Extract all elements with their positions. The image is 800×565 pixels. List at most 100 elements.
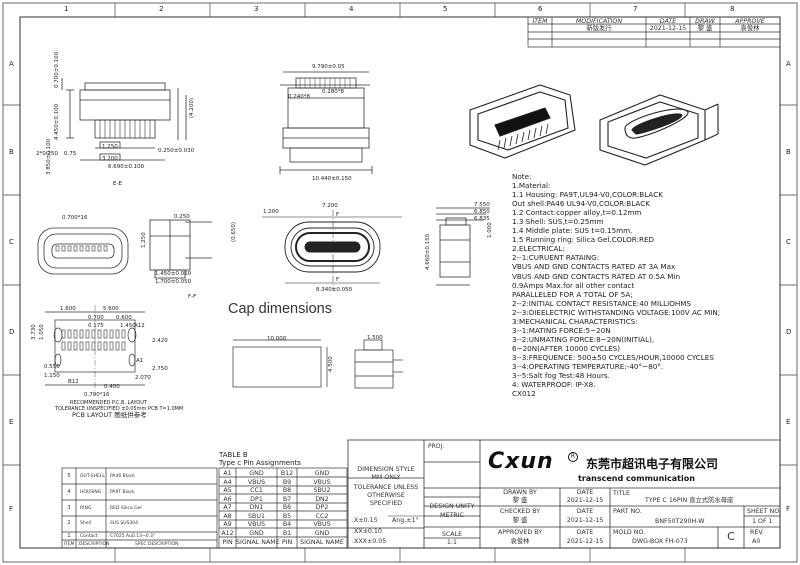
pin-a: A5: [223, 487, 232, 494]
pin-footer: PIN: [222, 539, 233, 546]
pcb-caption-1: RECOMMENDED P.C.B. LAYOUT: [70, 400, 147, 406]
section-marker-f: F: [336, 212, 340, 218]
pin-a: A1: [223, 470, 232, 477]
bom-item: 2: [67, 520, 71, 526]
tol-3: .XXX±0.05: [352, 538, 387, 545]
row-label: F: [786, 505, 791, 513]
drawn-by: 黎 盛: [512, 497, 528, 504]
pin-a-signal: SBU1: [248, 513, 265, 520]
note-line: 2--2:INITIAL CONTACT RESISTANCE:40 MILLI…: [512, 298, 692, 308]
dim-side-g: 1.250: [102, 144, 118, 150]
mold-label: MOLD NO.: [613, 529, 646, 536]
dim-right-a: 7.550: [474, 202, 490, 208]
col-label: 1: [64, 5, 69, 13]
note-line: 1.2 Contact:copper alloy,t=0.12mm: [512, 208, 642, 218]
rev-label: REV.: [750, 529, 764, 536]
scale-label: SCALE: [441, 531, 463, 538]
bom-footer: SPEC DESCRIPTION: [135, 542, 179, 547]
dim-right-e: 1.000: [487, 222, 493, 238]
dim-front-d: 1.700±0.050: [155, 279, 192, 285]
company-name-cn: 东莞市超讯电子有限公司: [586, 457, 719, 471]
dim-pcb-c: 0.700: [88, 315, 104, 321]
proj-label: PROJ.: [428, 443, 445, 450]
checked-by: 黎 盛: [512, 517, 528, 524]
rev-header-modification: MODIFICATION: [575, 18, 623, 25]
bom-desc: RING: [80, 506, 92, 511]
cap-height: 4.500: [328, 356, 334, 372]
bom-desc: Contact: [80, 534, 98, 539]
note-line: Out shell:PA46 UL94-V0,COLOR:BLACK: [512, 199, 650, 209]
dim-cross-a: 7.200: [322, 203, 338, 209]
dim-pcb-f: 1.450: [120, 323, 136, 329]
dim-pcb-b: 5.600: [103, 306, 119, 312]
note-line: Note:: [512, 172, 532, 181]
dim-pcb-e: 0.600: [116, 315, 132, 321]
col-label: 2: [159, 5, 164, 13]
pin-a-signal: VBUS: [247, 479, 266, 486]
cap-width: 10.000: [267, 336, 287, 342]
section-label-ff: F-F: [188, 294, 197, 300]
dim-pcb-g: 3.730: [31, 324, 37, 340]
dim-right-d: 4.660±0.150: [425, 233, 431, 270]
dim-cross-b: 1.200: [263, 209, 279, 215]
note-line: VBUS AND GND CONTACTS RATED AT 0.5A Min: [512, 271, 680, 281]
bom-spec: C7025 Au0.13~0.3": [110, 534, 155, 539]
note-line: 0.9Amps Max.for all other contact: [512, 280, 635, 290]
row-label: A: [786, 60, 791, 68]
row-label: F: [9, 505, 14, 513]
dim-cross-c: 8.340±0.050: [316, 287, 353, 293]
tolerance-title: TOLERANCE UNLESS OTHERWISE SPECIFIED: [353, 484, 419, 507]
rev-approve: 袁俊林: [740, 25, 760, 32]
dim-pcb-r: A1: [136, 358, 144, 364]
rev-header-item: ITEM: [532, 18, 548, 25]
pin-a-signal: GND: [249, 530, 264, 537]
cap-title: Cap dimensions: [228, 301, 332, 317]
bom-desc: HOUSING: [80, 490, 102, 495]
pin-b: B6: [282, 504, 292, 511]
bom-desc: Shell: [80, 521, 91, 526]
cap-width-2: 1.500: [367, 335, 383, 341]
design-unity-label: DESIGN UNITY: [429, 503, 475, 510]
note-line: 1.1 Housing: PA9T,UL94-V0,COLOR:BLACK: [512, 190, 663, 200]
note-line: CX012: [512, 389, 536, 399]
note-line: 3--4:OPERATING TEMPERATURE:-40°~80°.: [512, 361, 664, 371]
bom-footer: DESCRIPTION: [79, 542, 110, 547]
drawn-by-label: DRAWN BY: [503, 489, 537, 496]
drawing-title: TYPE C 16PIN 直立式防水母座: [645, 497, 734, 504]
date: 2021-12-15: [566, 538, 604, 545]
pcb-caption-2: TOLERANCE UNSPECIFIED ±0.05mm PCB T=1.0M…: [55, 406, 184, 412]
bom-item: 5: [67, 473, 71, 479]
design-unity: METRIC: [440, 512, 464, 519]
note-line: 2--1:CURUENT RATAING:: [512, 253, 600, 263]
mold-no: DWG-BOX FH-073: [632, 538, 688, 545]
dim-front-f: 1.250: [141, 232, 147, 248]
tol-2: .XX±0.10: [352, 528, 382, 535]
date-label: DATE: [576, 489, 594, 496]
dim-right-b: 6.850: [474, 209, 490, 215]
dim-side-a: 0.700±0.100: [54, 51, 60, 88]
pin-a-signal: DP1: [250, 496, 263, 503]
bom-spec: PA46 Black: [110, 474, 135, 479]
dim-pcb-a: 1.600: [60, 306, 76, 312]
dim-right-c: 6.835: [474, 216, 490, 222]
pin-a-signal: DN1: [249, 504, 264, 511]
row-label: C: [9, 238, 14, 246]
dim-pcb-i: 0.550: [44, 364, 60, 370]
pin-a: A8: [223, 513, 232, 520]
approved-by: 袁俊林: [510, 538, 530, 545]
pin-b-signal: GND: [314, 470, 330, 477]
date: 2021-12-15: [566, 497, 604, 504]
dim-pcb-j: 1.150: [44, 373, 60, 379]
col-label: 5: [443, 5, 448, 13]
row-label: A: [9, 60, 14, 68]
dim-side-d: 2*0.250: [36, 151, 58, 157]
sheet-label: SHEET NO.: [747, 508, 781, 515]
note-line: 3--1:MATING FORCE:5~20N: [512, 325, 611, 335]
size: C: [727, 530, 735, 543]
bom-spec: SUS SUS304: [110, 521, 139, 526]
bom-desc: OUT-SHELL: [80, 474, 105, 479]
bom-footer: ITEM: [63, 542, 75, 547]
dim-d1: 0.240*8: [288, 94, 310, 100]
pin-table-title: TABLE B: [219, 451, 248, 459]
bom-item: 3: [67, 505, 71, 511]
